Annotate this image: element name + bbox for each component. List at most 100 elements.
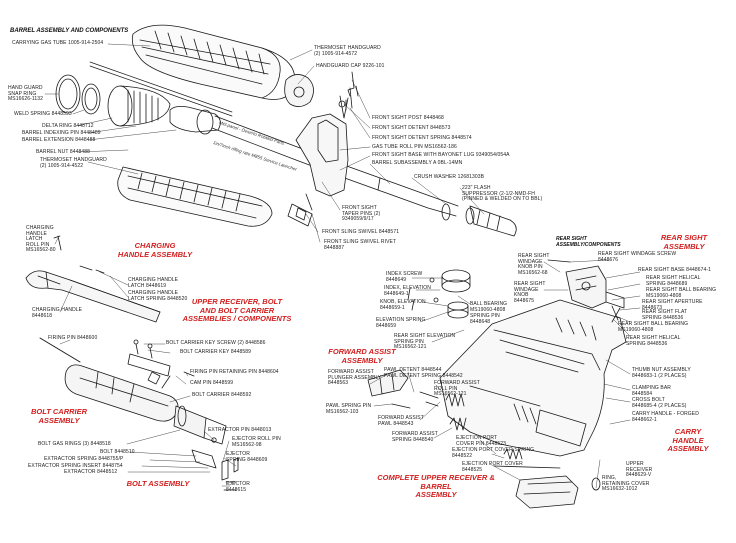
label-bolt-carrier-key-screw: BOLT CARRIER KEY SCREW (2) 8448586	[166, 340, 266, 346]
label-rear-sight-base: REAR SIGHT BASE 8448674-1	[638, 267, 711, 273]
label-charging-handle-latch-spring: CHARGING HANDLE LATCH SPRING 8448520	[128, 290, 188, 302]
bolt	[173, 405, 239, 491]
label-charging-handle-latch: CHARGING HANDLE LATCH 8448619	[128, 277, 179, 289]
label-ejector-spring: EJECTOR SPRING 8448609	[226, 451, 268, 463]
forward-assist	[367, 369, 467, 431]
label-rear-sight-ball-bearing-2: REAR SIGHT BALL BEARING MS19060-4808	[618, 321, 689, 333]
label-extractor-spring-insert: EXTRACTOR SPRING INSERT 8448754	[28, 463, 123, 469]
label-barrel-subassembly: BARREL SUBASSEMBLY A 0BL-14MN	[372, 160, 463, 166]
label-rear-sight-aperture: REAR SIGHT APERTURE 8448673	[642, 299, 703, 311]
label-cam-pin: CAM PIN 8448599	[190, 380, 234, 386]
heading-upper-receiver-bolt: UPPER RECEIVER, BOLT AND BOLT CARRIER AS…	[182, 297, 292, 323]
label-ejection-port-cover-spring: EJECTION PORT COVER SPRING 8448522	[452, 447, 535, 459]
label-ejector: EJECTOR 8448615	[226, 481, 250, 493]
handguard-lower	[117, 166, 273, 227]
label-carry-handle-forged: CARRY HANDLE - FORGED 8448662-1	[632, 411, 699, 423]
label-barrel-nut: BARREL NUT 8448488	[36, 149, 91, 155]
ejection-port-cover	[493, 448, 601, 509]
label-charging-handle-roll-pin: CHARGING HANDLE LATCH ROLL PIN MS16562-8…	[26, 225, 56, 254]
label-upper-receiver: UPPER RECEIVER 8448629-V	[626, 461, 653, 479]
label-barrel-extension: BARREL EXTENSION 8448488	[22, 137, 96, 143]
label-rear-sight-helical-spring: REAR SIGHT HELICAL SPRING 8448689	[646, 275, 701, 287]
label-ring-retaining-cover: RING, RETAINING COVER MS16632-1012	[602, 475, 650, 493]
label-gas-tube-roll-pin: GAS TUBE ROLL PIN MS16562-186	[372, 144, 457, 150]
gas-tube	[89, 61, 233, 117]
label-ejection-port-cover: EJECTION PORT COVER 8448525	[462, 461, 523, 473]
heading-carry-handle: CARRY HANDLE ASSEMBLY	[667, 427, 709, 453]
label-front-sight-detent: FRONT SIGHT DETENT 8448573	[372, 125, 451, 131]
heading-complete-upper: COMPLETE UPPER RECEIVER & BARREL ASSEMBL…	[377, 473, 495, 499]
label-crush-washer: CRUSH WASHER 12681303B	[414, 174, 485, 180]
charging-handle	[25, 235, 161, 323]
label-fa-plunger-assembly: FORWARD ASSIST PLUNGER ASSEMBLY 8448563	[328, 369, 382, 387]
label-firing-pin-retaining-pin: FIRING PIN RETAINING PIN 8448604	[190, 369, 279, 375]
label-index-screw: INDEX SCREW 8448649	[386, 271, 423, 283]
label-rear-sight-elevation-spring-pin: REAR SIGHT ELEVATION SPRING PIN MS16562-…	[394, 333, 456, 351]
label-rear-sight-flat-spring: REAR SIGHT FLAT SPRING 8448536	[642, 309, 688, 321]
rear-sight	[547, 259, 625, 323]
label-windage-knob: REAR SIGHT WINDAGE KNOB 8448675	[514, 281, 546, 304]
snap-rings	[55, 74, 101, 115]
label-fa-roll-pin: FORWARD ASSIST ROLL PIN MS16562-121	[434, 380, 480, 398]
subheading-rear-sight-components: REAR SIGHT ASSEMBLY/COMPONENTS	[556, 236, 621, 248]
label-weld-spring: WELD SPRING 8448593	[14, 111, 72, 117]
label-cross-bolt: CROSS BOLT 8448685-4 (2 PLACES)	[632, 397, 687, 409]
label-ejection-port-cover-pin: EJECTION PORT COVER PIN 8448523	[456, 435, 507, 447]
heading-bolt-assembly: BOLT ASSEMBLY	[126, 479, 190, 488]
label-bolt: BOLT 8448510	[100, 449, 135, 455]
handguard-upper	[131, 24, 296, 100]
label-bolt-carrier-key: BOLT CARRIER KEY 8448589	[180, 349, 252, 355]
label-extractor-pin: EXTRACTOR PIN 8448013	[208, 427, 272, 433]
label-ejector-roll-pin: EJECTOR ROLL PIN MS16562-98	[232, 436, 281, 448]
leader-lines	[44, 43, 641, 489]
label-pawl-detent: PAWL DETENT 8448544	[384, 367, 442, 373]
label-extractor: EXTRACTOR 8448512	[64, 469, 118, 475]
label-charging-handle: CHARGING HANDLE 8448618	[32, 307, 83, 319]
handguard-cap	[284, 74, 314, 107]
upper-receiver	[439, 299, 627, 457]
label-windage-knob-pin: REAR SIGHT WINDAGE KNOB PIN MS16562-68	[518, 253, 550, 276]
label-flash-suppressor: 223" FLASH SUPPRESSOR (2-1/2-NMD-FH (PIN…	[462, 185, 543, 203]
label-front-sight-base: FRONT SIGHT BASE WITH BAYONET LUG 934905…	[372, 152, 510, 158]
label-rear-sight-helical-spring-2: REAR SIGHT HELICAL SPRING 8448536	[626, 335, 681, 347]
label-hand-guard-snap-ring: HAND GUARD SNAP RING MS16626-1132	[8, 85, 44, 103]
label-thumb-nut: THUMB NUT ASSEMBLY 8448683-1 (2 PLACES)	[632, 367, 691, 379]
label-spring-pin: SPRING PIN 8448648	[470, 313, 500, 325]
label-handguard-cap: HANDGUARD CAP 9226-101	[316, 63, 385, 69]
label-index-elevation: INDEX, ELEVATION 8448649-1	[384, 285, 431, 297]
label-pawl-spring-pin: PAWL SPRING PIN MS16562-103	[326, 403, 372, 415]
front-sight-post	[345, 71, 355, 111]
heading-bolt-carrier-assembly: BOLT CARRIER ASSEMBLY	[30, 407, 88, 425]
label-barrel-indexing-pin: BARREL INDEXING PIN 8448489	[22, 130, 101, 136]
label-front-sling-swivel-rivet: FRONT SLING SWIVEL RIVET 8448887	[324, 239, 397, 251]
label-knob-elevation: KNOB, ELEVATION 8448659-1	[380, 299, 426, 311]
label-bolt-carrier: BOLT CARRIER 8448592	[192, 392, 252, 398]
label-thermoset-handguard-lower: THERMOSET HANDGUARD (2) 1005-914-4522	[40, 157, 107, 169]
label-rear-sight-ball-bearing: REAR SIGHT BALL BEARING MS19060-4808	[646, 287, 717, 299]
label-carrying-gas-tube: CARRYING GAS TUBE 1005-914-2504	[12, 40, 104, 46]
label-front-sight-taper-pins: FRONT SIGHT TAPER PINS (2) 9349059/9/17	[342, 205, 381, 223]
label-thermoset-handguard-upper: THERMOSET HANDGUARD (2) 1005-914-4572	[314, 45, 381, 57]
delta-ring-barrel-nut	[107, 85, 171, 127]
label-clamping-bar: CLAMPING BAR 8448584	[632, 385, 671, 397]
diagram-title: BARREL ASSEMBLY AND COMPONENTS	[10, 28, 129, 34]
label-ball-bearing: BALL BEARING MS19060-4808	[470, 301, 508, 313]
heading-charging-handle: CHARGING HANDLE ASSEMBLY	[117, 241, 193, 259]
label-bolt-gas-rings: BOLT GAS RINGS (3) 8448518	[38, 441, 111, 447]
label-front-sight-post: FRONT SIGHT POST 8448468	[372, 115, 444, 121]
label-delta-ring: DELTA RING 8448712	[42, 123, 94, 129]
flash-suppressor	[441, 203, 517, 237]
label-firing-pin: FIRING PIN 8448600	[48, 335, 98, 341]
label-pawl-detent-spring: PAWL DETENT SPRING 8448542	[384, 373, 463, 379]
label-elevation-spring: ELEVATION SPRING 8448659	[376, 317, 426, 329]
label-front-sight-detent-spring: FRONT SIGHT DETENT SPRING 8448574	[372, 135, 472, 141]
sling-swivel	[287, 193, 313, 227]
label-windage-screw: REAR SIGHT WINDAGE SCREW 8448676	[598, 251, 677, 263]
label-fa-spring: FORWARD ASSIST SPRING 8448540	[392, 431, 438, 443]
front-sight-base	[295, 85, 359, 197]
label-front-sling-swivel: FRONT SLING SWIVEL 8448571	[322, 229, 400, 235]
label-extractor-spring: EXTRACTOR SPRING 8448755/P	[44, 456, 124, 462]
label-fa-pawl: FORWARD ASSIST PAWL 8448543	[378, 415, 424, 427]
